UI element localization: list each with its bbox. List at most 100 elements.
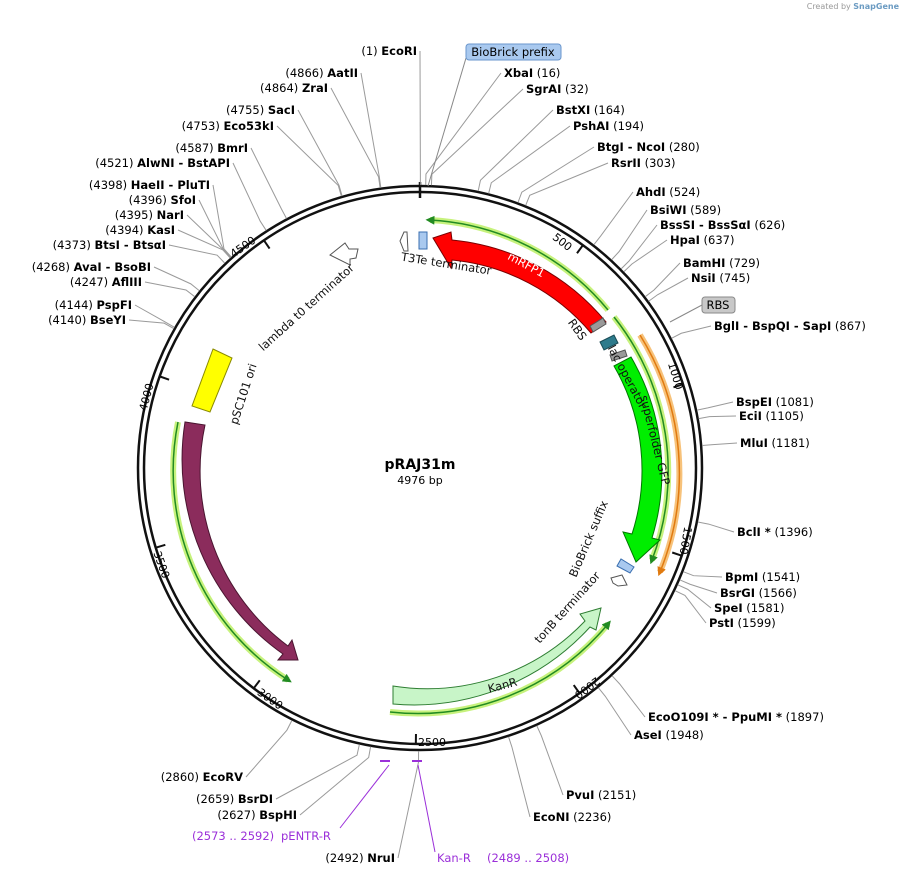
site-position: (1081) [772, 395, 814, 409]
site-label-ecori[interactable]: (1) EcoRI [361, 44, 417, 58]
biobrick-suffix-label: BioBrick suffix [566, 498, 611, 579]
site-label-ecorv[interactable]: (2860) EcoRV [161, 770, 243, 784]
lambda-t0-terminator-arrow[interactable] [329, 242, 359, 266]
site-leader-econi [508, 736, 531, 818]
site-label-psti[interactable]: PstI (1599) [709, 616, 776, 630]
site-label-spei[interactable]: SpeI (1581) [714, 601, 785, 615]
site-leader-xbai [425, 72, 502, 186]
site-name: AatII [327, 66, 358, 80]
site-label-pspfi[interactable]: (4144) PspFI [55, 298, 132, 312]
site-name: HpaI [670, 233, 700, 247]
rbs-callout-leader [669, 304, 703, 323]
t3te-terminator-arrow[interactable] [399, 231, 409, 252]
site-name: EcoRI [381, 44, 417, 58]
site-leader-bsiwi [611, 209, 648, 261]
site-label-saci[interactable]: (4755) SacI [226, 103, 295, 117]
biobrick-prefix-box[interactable] [465, 43, 562, 61]
site-label-ahdi[interactable]: AhdI (524) [636, 185, 700, 199]
site-label-avai-bsobi[interactable]: (4268) AvaI - BsoBI [32, 260, 151, 274]
site-leader-psti [674, 590, 707, 624]
site-position: (1897) [782, 710, 824, 724]
site-label-nari[interactable]: (4395) NarI [115, 208, 184, 222]
site-label-bsssi-bsss-i[interactable]: BssSI - BssSαI (626) [660, 218, 785, 232]
site-name: PvuI [566, 788, 594, 802]
site-label-rsrii[interactable]: RsrII (303) [611, 156, 676, 170]
site-label-bsrgi[interactable]: BsrGI (1566) [720, 586, 797, 600]
site-position: (626) [751, 218, 786, 232]
site-label-pvui[interactable]: PvuI (2151) [566, 788, 636, 802]
site-position: (280) [665, 140, 700, 154]
site-label-btsi-bts-i[interactable]: (4373) BtsI - BtsαI [53, 238, 166, 252]
rbs-block-1[interactable] [589, 317, 607, 333]
site-leader-spei [677, 584, 712, 609]
site-leader-sgrai [430, 88, 524, 186]
site-label-bsiwi[interactable]: BsiWI (589) [650, 203, 721, 217]
site-label-bamhi[interactable]: BamHI (729) [683, 256, 760, 270]
site-label-xbai[interactable]: XbaI (16) [504, 66, 560, 80]
pentr-r-range: (2573 .. 2592) [192, 829, 274, 843]
site-leader-alwni-bstapi [232, 162, 267, 231]
site-position: (4268) [32, 260, 74, 274]
site-name: BmrI [217, 141, 248, 155]
site-name: BamHI [683, 256, 725, 270]
site-label-bgli-bspqi-sapi[interactable]: BglI - BspQI - SapI (867) [714, 319, 866, 333]
site-label-pshai[interactable]: PshAI (194) [573, 119, 644, 133]
biobrick-prefix-callout: BioBrick prefix [471, 45, 555, 59]
site-label-ecoo109i-ppumi-[interactable]: EcoO109I * - PpuMI * (1897) [648, 710, 824, 724]
site-label-bstxi[interactable]: BstXI (164) [556, 103, 625, 117]
site-label-bsphi[interactable]: (2627) BspHI [217, 808, 297, 822]
site-leader-sfoi [198, 199, 232, 258]
psc101-ori-block[interactable] [191, 348, 233, 413]
site-label-ecii[interactable]: EciI (1105) [739, 409, 804, 423]
mrfp1-arrow[interactable] [432, 231, 607, 334]
site-position: (2236) [569, 810, 611, 824]
site-name: BstXI [556, 103, 590, 117]
site-name: EcoNI [533, 810, 569, 824]
site-label-hpai[interactable]: HpaI (637) [670, 233, 735, 247]
site-name: BglI - BspQI - SapI [714, 319, 831, 333]
t3te-terminator-block[interactable] [418, 231, 428, 250]
site-label-asei[interactable]: AseI (1948) [634, 728, 704, 742]
site-label-econi[interactable]: EcoNI (2236) [533, 810, 611, 824]
site-label-sfoi[interactable]: (4396) SfoI [129, 193, 196, 207]
site-position: (729) [725, 256, 760, 270]
site-label-eco53ki[interactable]: (4753) Eco53kI [182, 119, 274, 133]
biobrick-prefix-leader [427, 57, 467, 187]
site-label-bsrdi[interactable]: (2659) BsrDI [196, 792, 273, 806]
kanr-arrow[interactable] [392, 607, 602, 706]
rep101-arrow[interactable] [181, 421, 299, 661]
site-label-sgrai[interactable]: SgrAI (32) [526, 82, 589, 96]
site-leader-btsi-bts-i [168, 244, 226, 264]
site-label-bmri[interactable]: (4587) BmrI [175, 141, 248, 155]
site-name: XbaI [504, 66, 533, 80]
rbs-callout-box[interactable] [701, 296, 736, 314]
site-label-mlui[interactable]: MluI (1181) [740, 436, 810, 450]
lac-operator-block[interactable] [599, 334, 619, 351]
site-position: (16) [533, 66, 560, 80]
biobrick-suffix-block[interactable] [616, 558, 635, 574]
site-label-zrai[interactable]: (4864) ZraI [260, 81, 328, 95]
site-label-alwni-bstapi[interactable]: (4521) AlwNI - BstAPI [95, 156, 230, 170]
site-label-aatii[interactable]: (4866) AatII [285, 66, 358, 80]
site-name: BspEI [736, 395, 772, 409]
site-leader-bcli- [697, 521, 735, 533]
site-label-haeii-pluti[interactable]: (4398) HaeII - PluTI [89, 178, 210, 192]
site-label-bspei[interactable]: BspEI (1081) [736, 395, 814, 409]
site-label-bseyi[interactable]: (4140) BseYI [48, 313, 126, 327]
site-label-btgi-ncoi[interactable]: BtgI - NcoI (280) [597, 140, 700, 154]
site-label-nsii[interactable]: NsiI (745) [691, 271, 750, 285]
sfgfp-arrow[interactable] [613, 356, 663, 563]
site-label-nrui[interactable]: (2492) NruI [325, 851, 395, 865]
site-leader-asei [597, 687, 632, 736]
site-label-bcli-[interactable]: BclI * (1396) [737, 525, 813, 539]
tick-mark-3000 [252, 679, 261, 689]
site-label-afliii[interactable]: (4247) AflIII [70, 275, 142, 289]
site-position: (1181) [768, 436, 810, 450]
rbs-block-2[interactable] [609, 349, 628, 362]
site-name: SfoI [171, 193, 196, 207]
site-leader-bsrgi [679, 579, 718, 594]
site-label-bpmi[interactable]: BpmI (1541) [725, 570, 800, 584]
site-label-kasi[interactable]: (4394) KasI [105, 223, 175, 237]
tonb-terminator-arrow[interactable] [610, 574, 628, 587]
